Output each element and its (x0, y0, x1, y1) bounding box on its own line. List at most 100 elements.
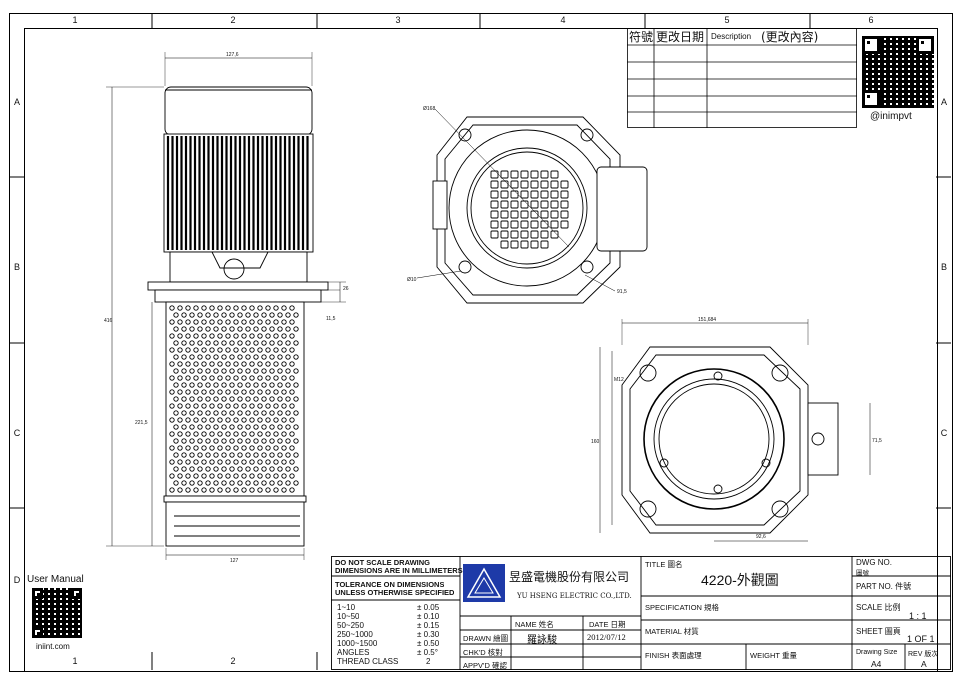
screen-perforation (273, 473, 279, 479)
screen-perforation (217, 333, 223, 339)
screen-perforation (233, 375, 239, 381)
screen-perforation (181, 326, 187, 332)
screen-perforation (225, 417, 231, 423)
qr-code[interactable] (862, 36, 934, 108)
screen-perforation (197, 382, 203, 388)
user-manual-site[interactable]: iniint.com (36, 642, 70, 651)
screen-perforation (273, 333, 279, 339)
screen-perforation (213, 340, 219, 346)
drawn-date: 2012/07/12 (587, 632, 626, 642)
screen-perforation (189, 326, 195, 332)
vent-slot (500, 220, 509, 229)
screen-perforation (197, 354, 203, 360)
screen-perforation (245, 396, 251, 402)
screen-perforation (189, 452, 195, 458)
screen-perforation (185, 361, 191, 367)
screen-perforation (273, 459, 279, 465)
screen-perforation (293, 410, 299, 416)
screen-perforation (229, 480, 235, 486)
screen-perforation (221, 396, 227, 402)
screen-perforation (277, 312, 283, 318)
screen-perforation (281, 445, 287, 451)
screen-perforation (269, 424, 275, 430)
screen-perforation (253, 326, 259, 332)
screen-perforation (289, 389, 295, 395)
screen-perforation (181, 382, 187, 388)
screen-perforation (209, 361, 215, 367)
screen-perforation (221, 354, 227, 360)
note-dims-mm: DIMENSIONS ARE IN MILLIMETERS (335, 566, 463, 575)
zone-label: A (13, 97, 20, 107)
screen-perforation (217, 417, 223, 423)
screen-perforation (273, 319, 279, 325)
screen-perforation (193, 431, 199, 437)
screen-perforation (265, 375, 271, 381)
screen-perforation (253, 452, 259, 458)
vent-slot (490, 200, 499, 209)
tol-value: ± 0.50 (417, 639, 440, 648)
zone-label: 6 (868, 15, 874, 25)
screen-perforation (169, 305, 175, 311)
vent-slot (550, 230, 559, 239)
rev-desc-zh-header: (更改內容) (761, 30, 819, 44)
screen-perforation (277, 480, 283, 486)
screen-perforation (265, 319, 271, 325)
screen-perforation (285, 326, 291, 332)
weight-label: WEIGHT 重量 (750, 651, 797, 660)
vent-slot (540, 230, 549, 239)
screen-perforation (293, 312, 299, 318)
dim-box-offset: 92,6 (756, 534, 766, 540)
title-block-grid (331, 556, 951, 670)
part-no-label: PART NO. 件號 (856, 582, 912, 591)
screen-perforation (245, 354, 251, 360)
screen-perforation (269, 326, 275, 332)
screen-perforation (241, 473, 247, 479)
top-view: Ø168 Ø10 91,5 (407, 106, 648, 304)
screen-perforation (233, 487, 239, 493)
screen-perforation (285, 396, 291, 402)
date-header: DATE 日期 (589, 620, 626, 629)
screen-perforation (209, 389, 215, 395)
screen-perforation (277, 326, 283, 332)
screen-perforation (289, 459, 295, 465)
vent-slot (500, 200, 509, 209)
zone-label: B (940, 262, 947, 272)
screen-perforation (189, 396, 195, 402)
screen-perforation (249, 417, 255, 423)
screen-perforation (169, 333, 175, 339)
title-label: TITLE 圖名 (645, 560, 683, 569)
screen-perforation (229, 326, 235, 332)
screen-perforation (193, 347, 199, 353)
zone-label: 4 (560, 15, 566, 25)
screen-perforation (221, 466, 227, 472)
screen-perforation (217, 403, 223, 409)
screen-perforation (245, 466, 251, 472)
screen-perforation (177, 389, 183, 395)
vent-slot (530, 240, 539, 249)
screen-perforation (257, 473, 263, 479)
screen-perforation (281, 347, 287, 353)
screen-perforation (193, 473, 199, 479)
screen-perforation (285, 424, 291, 430)
screen-perforation (237, 354, 243, 360)
screen-perforation (209, 305, 215, 311)
user-manual-qr[interactable] (32, 588, 82, 638)
screen-perforation (237, 424, 243, 430)
vent-slot (490, 190, 499, 199)
zone-label: A (940, 97, 947, 107)
screen-perforation (273, 361, 279, 367)
screen-perforation (269, 354, 275, 360)
screen-perforation (281, 459, 287, 465)
screen-perforation (233, 305, 239, 311)
screen-perforation (193, 417, 199, 423)
screen-perforation (189, 382, 195, 388)
screen-perforation (185, 389, 191, 395)
screen-perforation (177, 305, 183, 311)
vent-slot (490, 230, 499, 239)
screen-perforation (173, 480, 179, 486)
dim-screen-height: 221,5 (135, 420, 148, 426)
screen-perforation (209, 445, 215, 451)
screen-perforation (289, 375, 295, 381)
screen-perforation (185, 473, 191, 479)
